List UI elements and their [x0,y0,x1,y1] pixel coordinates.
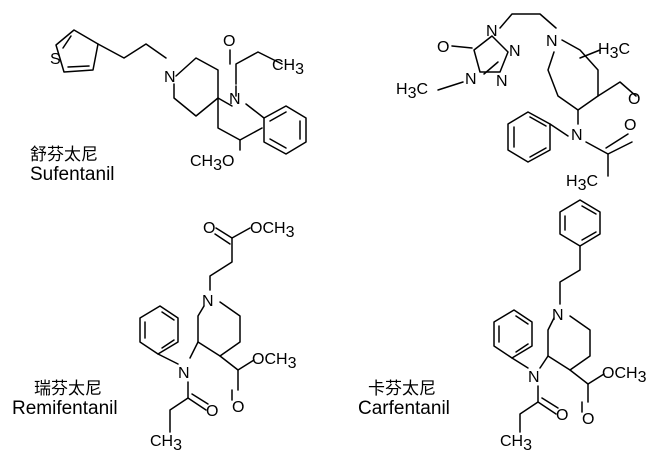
tetrazolone-fentanyl-structure: O N N N N H3C N O H3C N O H3C [396,13,640,194]
group-och3-c4: OCH3 [602,365,647,386]
atom-o-tetrazolone: O [437,39,449,56]
atom-n-amide: N [571,127,583,144]
atom-o-ester-carbonyl: O [582,411,594,428]
thiophene-ring [55,29,99,73]
atom-o-ester-carbonyl: O [232,399,244,416]
atom-o-carbonyl: O [223,33,235,50]
phenethyl-phenyl-ring [559,199,601,247]
group-och3-c4: OCH3 [252,351,297,372]
carfentanil-structure: N N O CH3 O OCH3 [493,199,647,454]
group-och3-top: OCH3 [250,220,295,241]
group-ch3-propanoyl: CH3 [500,433,532,454]
atom-n-amide: N [229,91,241,108]
atom-o-amide: O [556,407,568,424]
caption-sufentanil: 舒芬太尼 Sufentanil [30,145,115,185]
atom-n1-tetrazole: N [486,23,498,40]
compound-name-en: Carfentanil [358,397,450,419]
tetrazolone-ring [473,35,509,73]
atom-n-amide: N [178,365,190,382]
phenyl-ring [493,309,533,359]
atom-o-ester-carbonyl-top: O [203,220,215,237]
atom-n4-tetrazole: N [465,71,477,88]
group-ch3-propanoyl: CH3 [272,57,304,78]
atom-n-piperidine: N [202,293,214,310]
compound-name-en: Remifentanil [12,397,118,419]
atom-o-carbonyl: O [624,117,636,134]
atom-n3-tetrazole: N [496,73,508,90]
compound-name-zh: 瑞芬太尼 [34,379,102,399]
atom-o-methoxy: O [628,91,640,108]
group-ch3-propanoyl: CH3 [150,433,182,454]
group-h3c-propanoyl: H3C [566,173,598,194]
phenyl-ring [263,105,307,155]
atom-o-amide: O [206,403,218,420]
group-h3c-methoxy: H3C [598,41,630,62]
caption-carfentanil: 卡芬太尼 Carfentanil [358,379,450,419]
group-ch3o: CH3O [190,153,234,174]
sufentanil-structure: S N N O CH3 CH3O [50,29,307,174]
atom-n2-tetrazole: N [509,43,521,60]
caption-remifentanil: 瑞芬太尼 Remifentanil [12,379,118,419]
atom-n-amide: N [528,369,540,386]
compound-name-zh: 舒芬太尼 [30,145,98,165]
compound-name-zh: 卡芬太尼 [368,379,436,399]
phenyl-ring [507,111,551,163]
atom-n-piperidine: N [164,69,176,86]
phenyl-ring [139,305,179,355]
atom-s: S [50,51,61,68]
atom-n-piperidine: N [552,307,564,324]
remifentanil-structure: O OCH3 N N O CH3 O OCH3 [139,220,297,454]
atom-n-piperidine: N [546,33,558,50]
compound-name-en: Sufentanil [30,163,115,185]
group-h3c-ethyl: H3C [396,81,428,102]
